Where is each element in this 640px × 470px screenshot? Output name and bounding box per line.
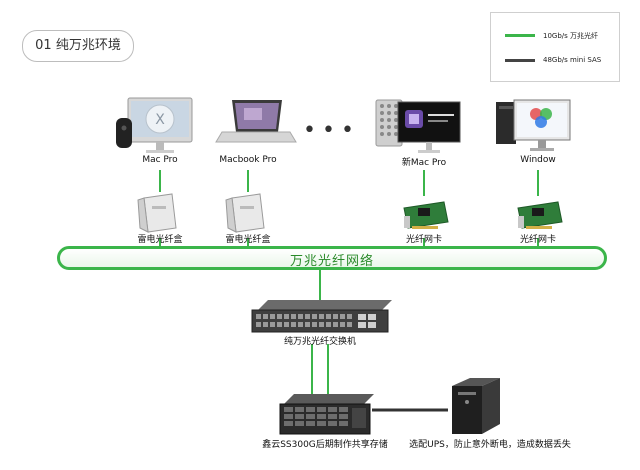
switch-label: 纯万兆光纤交换机	[283, 337, 356, 347]
legend-sas-swatch	[505, 59, 535, 62]
thunderbolt-box-1-label: 雷电光纤盒	[137, 235, 183, 245]
fiber-network-backbone	[57, 246, 607, 270]
fiber-nic-2	[517, 201, 563, 229]
fiber-network-label: 万兆光纤网络	[289, 254, 374, 269]
window-label: Window	[520, 155, 556, 165]
fiber-switch-device	[251, 300, 392, 333]
thunderbolt-box-1	[137, 193, 177, 233]
fiber-nic-2-label: 光纤网卡	[519, 235, 556, 245]
macbook-pro-device	[215, 100, 297, 143]
ups-label: 选配UPS，防止意外断电，造成数据丢失	[409, 440, 571, 450]
more-devices-ellipsis: •••	[303, 118, 360, 143]
legend-fiber-label: 10Gb/s 万兆光纤	[543, 32, 599, 40]
mac-pro-device: X	[116, 97, 193, 153]
windows-pc-device	[496, 99, 571, 151]
ups-device	[452, 378, 500, 434]
thunderbolt-box-2	[225, 193, 265, 233]
new-mac-pro-label: 新Mac Pro	[401, 158, 447, 168]
shared-storage-device	[279, 394, 374, 435]
mac-pro-label: Mac Pro	[142, 155, 178, 165]
new-mac-pro-device	[375, 99, 461, 153]
thunderbolt-box-2-label: 雷电光纤盒	[225, 235, 271, 245]
legend-sas-label: 48Gb/s mini SAS	[543, 56, 602, 64]
fiber-nic-1-label: 光纤网卡	[405, 235, 442, 245]
storage-label: 鑫云SS300G后期制作共享存储	[262, 440, 388, 450]
svg-text:X: X	[155, 112, 165, 128]
fiber-nic-1	[403, 201, 449, 229]
legend-fiber-swatch	[505, 34, 535, 37]
page-title: 01 纯万兆环境	[22, 30, 134, 62]
legend: 10Gb/s 万兆光纤 48Gb/s mini SAS	[490, 12, 620, 82]
macbook-pro-label: Macbook Pro	[219, 155, 277, 165]
